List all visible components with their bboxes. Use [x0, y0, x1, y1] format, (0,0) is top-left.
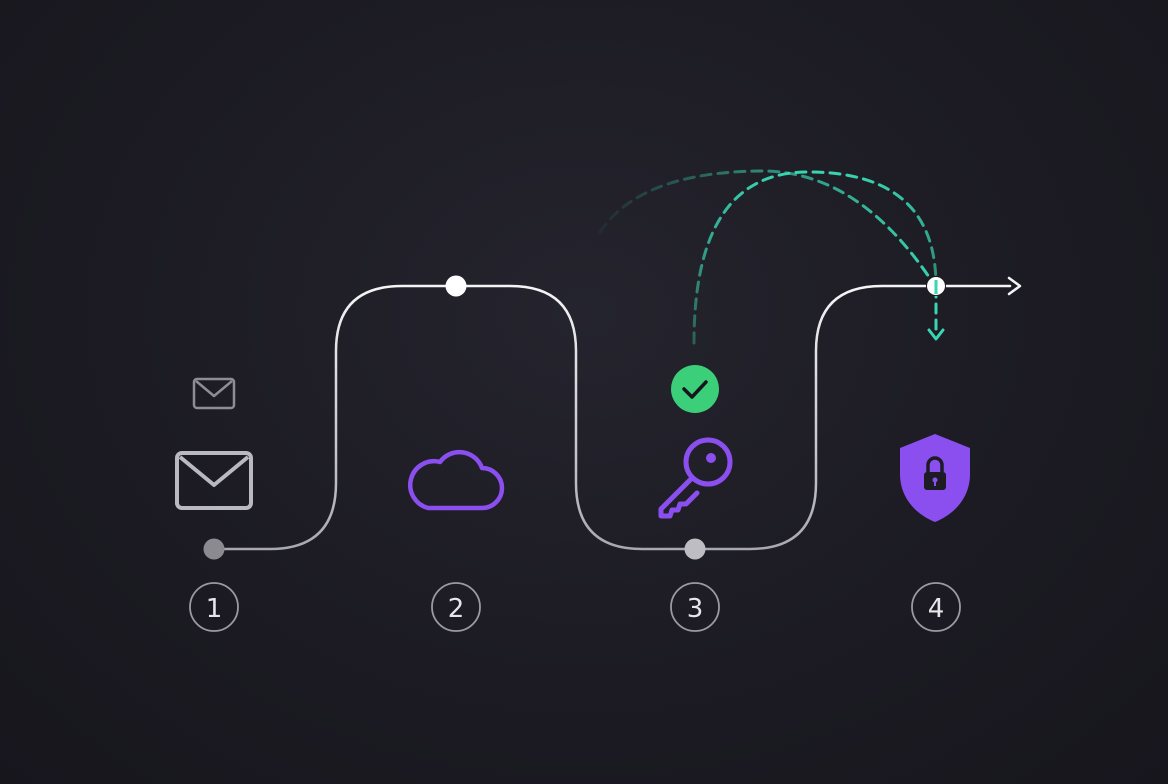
- node-step-1: [203, 538, 225, 560]
- node-step-3: [684, 538, 706, 560]
- check-circle-icon: [671, 365, 719, 413]
- step-marker-1: 1: [189, 582, 239, 632]
- dashed-arc-outer: [598, 169, 937, 288]
- arrow-right-icon: [1007, 276, 1022, 296]
- dashed-arc-inner: [692, 170, 938, 345]
- small-envelope-icon: [192, 377, 236, 410]
- dashed-arrow-head: [927, 328, 945, 341]
- node-top-1: [445, 275, 467, 297]
- flow-path: [212, 284, 1012, 551]
- step-number: 3: [687, 594, 704, 624]
- step-number: 2: [448, 594, 465, 624]
- shield-lock-icon: [900, 434, 970, 522]
- key-icon: [658, 437, 733, 519]
- envelope-icon: [175, 451, 253, 510]
- cloud-icon: [407, 449, 505, 511]
- step-number: 4: [928, 594, 945, 624]
- step-number: 1: [206, 594, 223, 624]
- step-marker-4: 4: [911, 582, 961, 632]
- step-marker-3: 3: [670, 582, 720, 632]
- step-marker-2: 2: [431, 582, 481, 632]
